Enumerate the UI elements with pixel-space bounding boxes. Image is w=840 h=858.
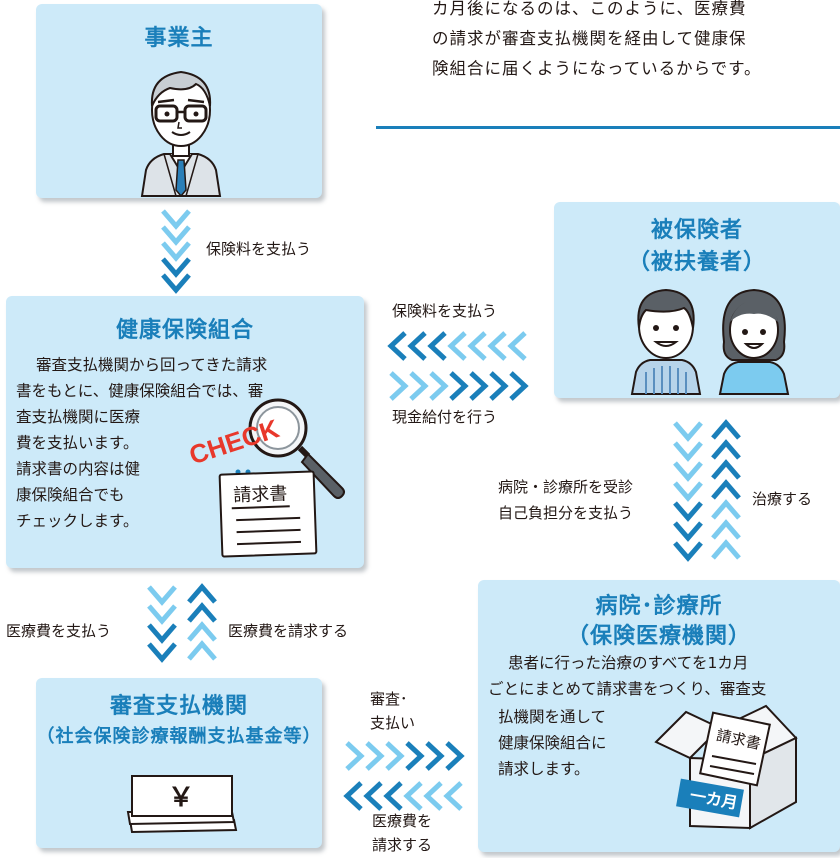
kenpo-text-4: 費を支払います。 [16,434,139,452]
employer-box: 事業主 [36,4,322,198]
flow-label-claim-medical: 医療費を請求する [228,622,349,640]
hospital-text-1: 患者に行った治療のすべてを1カ月 [508,654,749,672]
flow-label-claim-2: 請求する [372,836,433,854]
insured-title: 被保険者 [650,218,743,243]
yen-label: ￥ [168,783,194,813]
review-to-hospital-arrows [345,741,465,771]
money-stack-icon: ￥ [126,775,238,834]
kenpo-box: 健康保険組合 審査支払機関から回ってきた請求 書をもとに、健康保険組合では、審 … [6,296,364,568]
flow-label-claim-1: 医療費を [372,812,433,830]
check-label: CHECK [185,413,282,470]
review-to-kenpo-arrows [187,583,217,661]
employer-title: 事業主 [144,26,214,51]
businessman-illustration [140,70,222,198]
kenpo-to-insured-arrows [389,371,529,401]
invoice-document: 請求書 [218,470,318,558]
hospital-title: 病院･診療所 [595,594,723,619]
flow-label-copay: 自己負担分を支払う [498,504,634,522]
kenpo-text-3: 査支払機関に医療 [16,408,141,426]
intro-line-3: 険組合に届くようになっているからです。 [432,59,762,78]
flow-label-cash-benefit: 現金給付を行う [392,408,498,426]
hospital-to-review-arrows [343,781,463,811]
section-divider [376,126,840,129]
intro-line-2: の請求が審査支払機関を経由して健康保 [432,29,747,48]
insured-subtitle: （被扶養者） [627,250,766,275]
flow-label-insured-pays: 保険料を支払う [392,302,498,320]
magnifying-glass-icon [248,398,345,499]
hospital-text-5: 請求します。 [498,760,590,778]
review-title: 審査支払機関 [109,694,248,719]
kenpo-text-7: チェックします。 [16,512,139,530]
hospital-to-insured-arrows [711,419,741,560]
flow-label-review-2: 支払い [370,714,416,732]
kenpo-text-2: 書をもとに、健康保険組合では、審 [16,382,264,400]
flow-label-pay-medical: 医療費を支払う [6,622,112,640]
flow-label-treat: 治療する [752,490,813,508]
review-box: 審査支払機関 （社会保険診療報酬支払基金等） ￥ [36,678,322,848]
intro-line-1: カ月後になるのは、このように、医療費 [432,0,747,18]
check-stamp-icon: CHECK [185,413,283,479]
hospital-subtitle: （保険医療機関） [566,624,751,649]
hospital-box: 病院･診療所 （保険医療機関） 患者に行った治療のすべてを1カ月 ごとにまとめて… [478,580,840,852]
flow-label-employer-pays: 保険料を支払う [206,240,312,258]
hospital-text-3: 払機関を通して [498,708,607,726]
review-subtitle: （社会保険診療報酬支払基金等） [36,726,322,747]
flow-label-visit-clinic: 病院・診療所を受診 [498,478,634,496]
flow-label-review-1: 審査･ [370,690,408,708]
monthly-box-illustration: 請求書 一カ月 [654,704,798,830]
hospital-text-4: 健康保険組合に [498,734,607,752]
invoice-label: 請求書 [230,483,290,510]
employer-to-kenpo-arrows [161,209,191,294]
kenpo-to-review-arrows [147,585,177,663]
kenpo-text-1: 審査支払機関から回ってきた請求 [36,356,268,374]
kenpo-text-5: 請求書の内容は健 [16,460,141,478]
kenpo-title: 健康保険組合 [115,318,254,343]
hospital-text-2: ごとにまとめて請求書をつくり、審査支 [488,680,767,698]
insured-box: 被保険者 （被扶養者） [554,202,840,398]
insured-to-hospital-arrows [673,421,703,562]
kenpo-text-6: 康保険組合でも [16,486,125,504]
insured-to-kenpo-arrows [387,331,527,361]
family-illustration [630,288,790,395]
